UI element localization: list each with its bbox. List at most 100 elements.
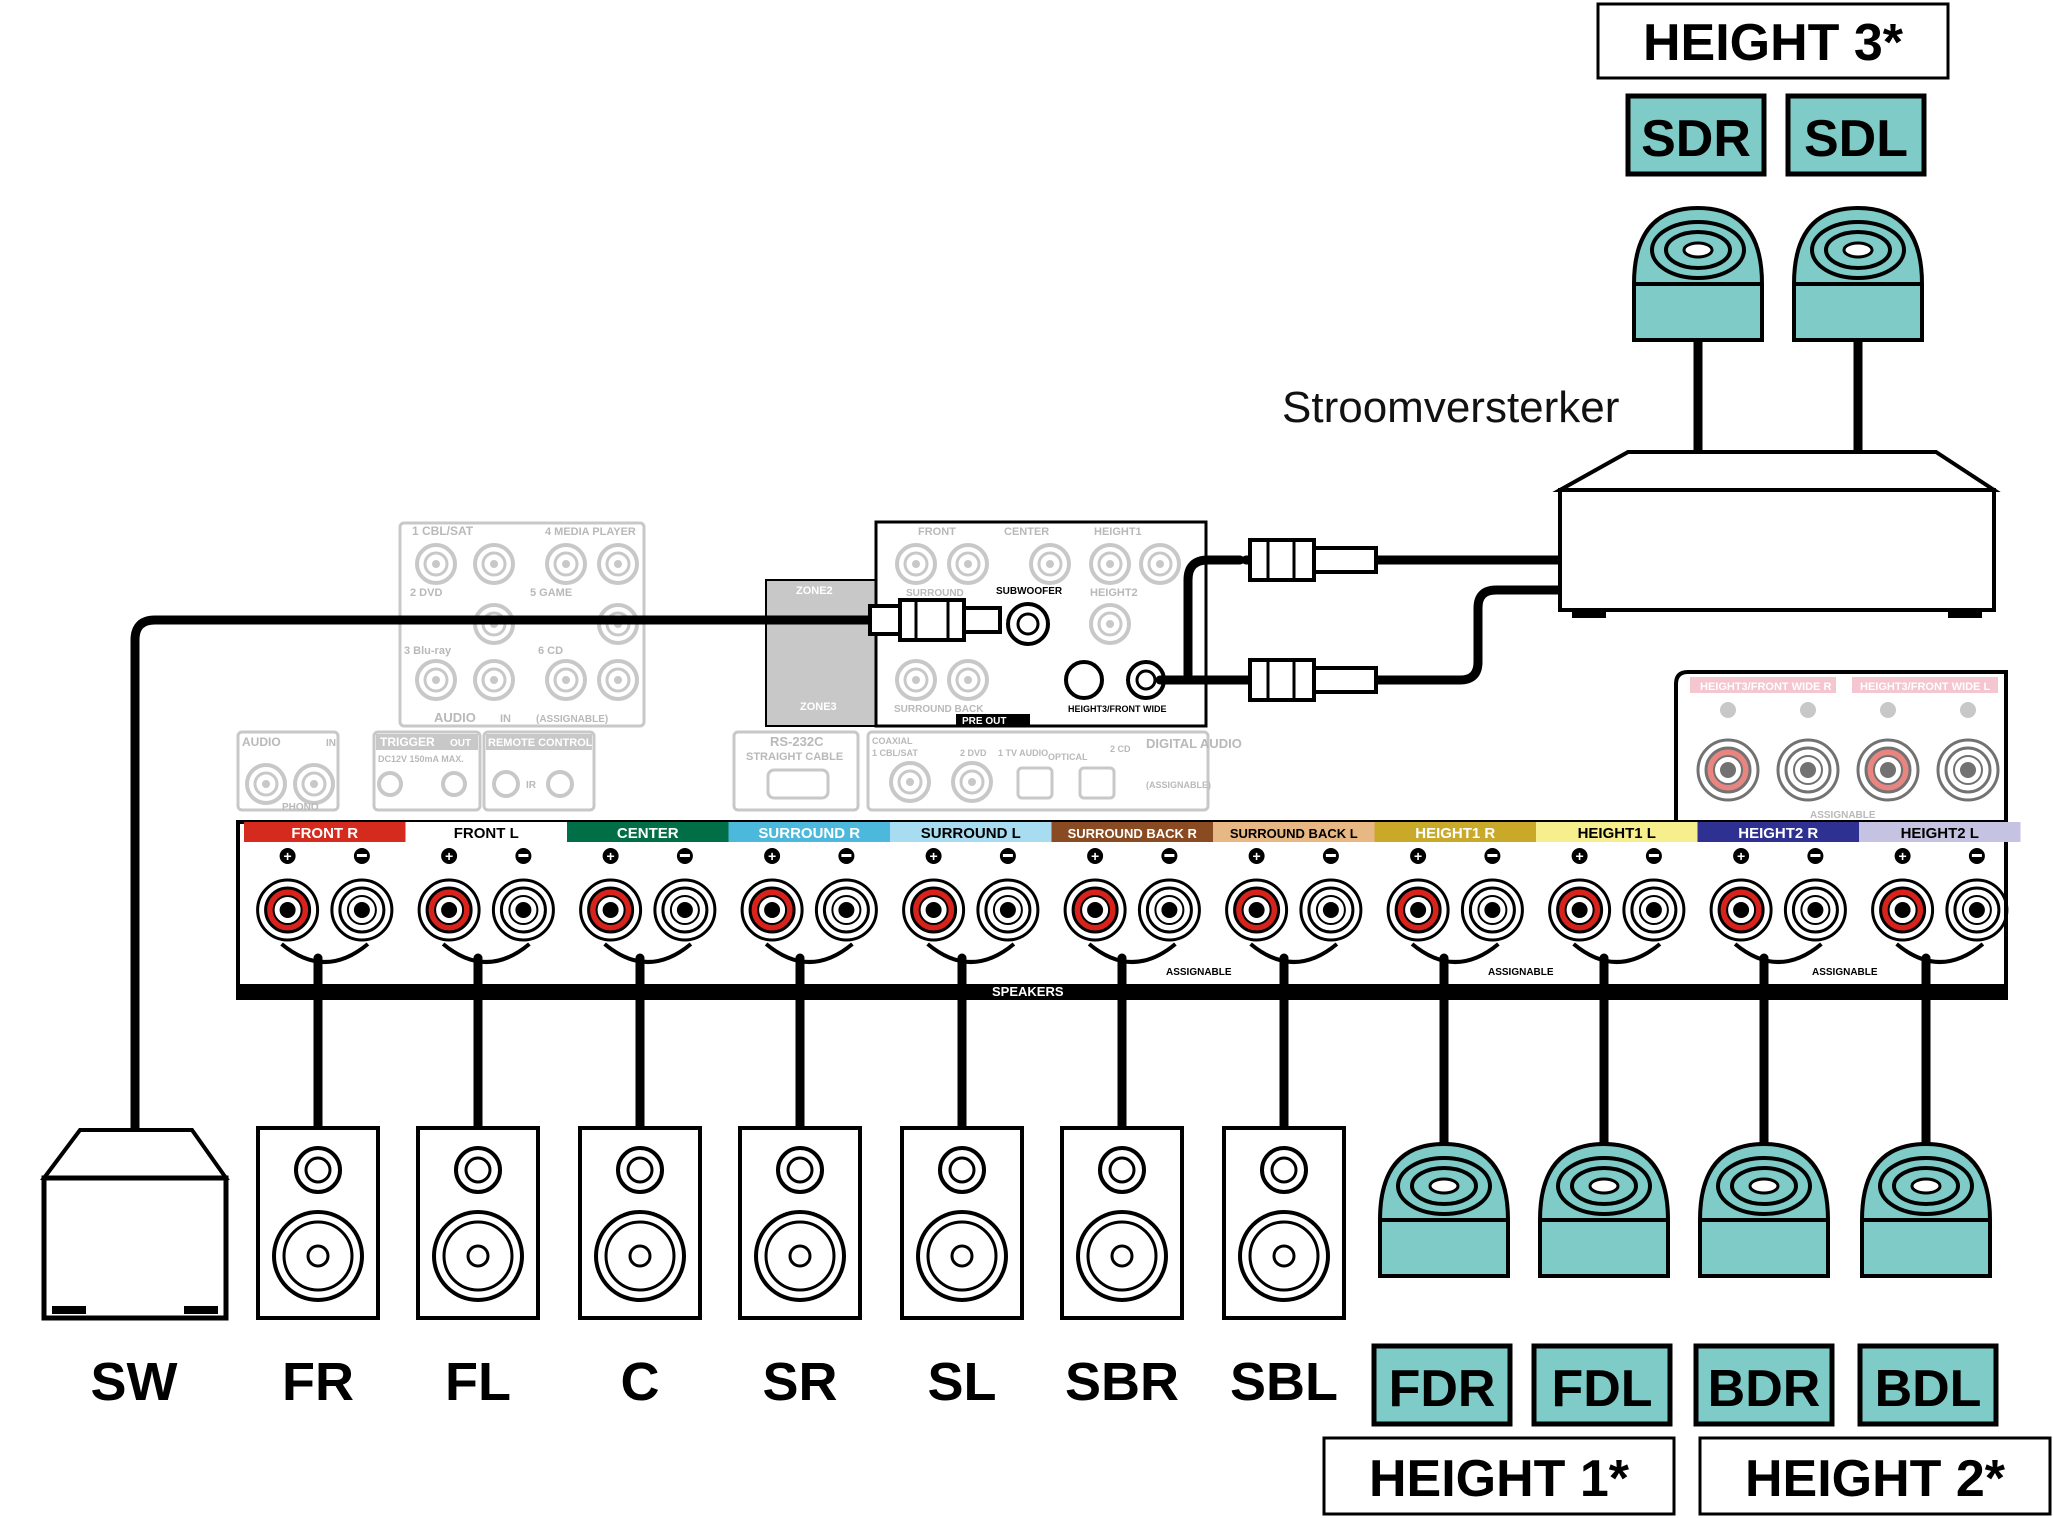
- speaker-terminal-strip: FRONT R+FRONT L+CENTER+SURROUND R+SURROU…: [236, 820, 2021, 1000]
- plus-terminal: [1696, 738, 1760, 802]
- plus-marker: [1410, 848, 1427, 864]
- plus-marker: [764, 848, 781, 864]
- speakers-label: SPEAKERS: [992, 984, 1064, 999]
- svg-text:HEIGHT3/FRONT WIDE R: HEIGHT3/FRONT WIDE R: [1700, 681, 1831, 693]
- height-groups: HEIGHT 1* HEIGHT 2*: [1322, 1436, 2052, 1516]
- audio-in-label: IN: [500, 713, 511, 725]
- height-speakers: [1378, 1141, 1992, 1278]
- svg-text:HEIGHT3/FRONT WIDE L: HEIGHT3/FRONT WIDE L: [1860, 681, 1990, 693]
- svg-text:+: +: [1737, 848, 1745, 864]
- minus-terminal: [1460, 878, 1524, 942]
- minus-terminal: [653, 878, 717, 942]
- svg-text:REMOTE CONTROL: REMOTE CONTROL: [488, 737, 593, 749]
- audio-in-label: AUDIO: [434, 710, 476, 725]
- strip-label: FRONT R: [291, 825, 358, 842]
- floor-speaker: [578, 1126, 702, 1320]
- plus-terminal: [1709, 878, 1773, 942]
- svg-text:SURROUND BACK: SURROUND BACK: [894, 704, 984, 715]
- audio-in-label: 4 MEDIA PLAYER: [545, 526, 636, 538]
- strip-label-bg: [1213, 822, 1375, 842]
- floor-speaker: [416, 1126, 540, 1320]
- plus-terminal: [1225, 878, 1289, 942]
- minus-terminal: [491, 878, 555, 942]
- plus-terminal: [902, 878, 966, 942]
- ceiling-speaker: [1632, 205, 1764, 342]
- strip-label-bg: [567, 822, 729, 842]
- svg-text:HEIGHT2: HEIGHT2: [1090, 587, 1138, 599]
- plus-marker: [1894, 848, 1911, 864]
- minus-terminal: [1299, 878, 1363, 942]
- power-amplifier: Stroomversterker: [1282, 383, 2001, 618]
- svg-text:SURROUND: SURROUND: [906, 588, 964, 599]
- ceiling-speaker: [1698, 1141, 1830, 1278]
- svg-text:+: +: [768, 848, 776, 864]
- strip-label: FRONT L: [454, 825, 519, 842]
- strip-label-bg: [1051, 822, 1213, 842]
- pre-out-label: PRE OUT: [962, 716, 1006, 727]
- strip-label-bg: [244, 822, 406, 842]
- speaker-badge: BDR: [1693, 1343, 1835, 1427]
- svg-text:+: +: [1253, 848, 1261, 864]
- floor-speaker-label: C: [621, 1352, 660, 1412]
- strip-label-bg: [890, 822, 1052, 842]
- svg-text:OUT: OUT: [450, 738, 471, 749]
- subwoofer-speaker: [40, 1128, 230, 1321]
- strip-label: HEIGHT1 R: [1415, 825, 1495, 842]
- strip-label-bg: [1536, 822, 1698, 842]
- minus-terminal: [976, 878, 1040, 942]
- floor-speaker-label: FR: [282, 1352, 354, 1412]
- svg-text:SDL: SDL: [1804, 110, 1908, 168]
- minus-terminal: [1945, 878, 2009, 942]
- cables: [130, 335, 1931, 1183]
- svg-text:FDR: FDR: [1389, 1360, 1496, 1418]
- svg-text:CENTER: CENTER: [1004, 526, 1049, 538]
- svg-text:+: +: [607, 848, 615, 864]
- height3-front-wide-block: HEIGHT3/FRONT WIDE R HEIGHT3/FRONT WIDE …: [1674, 670, 2008, 822]
- audio-in-label: 6 CD: [538, 645, 563, 657]
- svg-text:STRAIGHT CABLE: STRAIGHT CABLE: [746, 751, 843, 763]
- svg-text:AUDIO: AUDIO: [242, 735, 281, 749]
- subwoofer-label: SUBWOOFER: [996, 586, 1063, 597]
- floor-speaker: [1060, 1126, 1184, 1320]
- assignable-label: ASSIGNABLE: [1812, 967, 1878, 978]
- speaker-badge: BDL: [1857, 1343, 1999, 1427]
- strip-label-bg: [405, 822, 567, 842]
- audio-in-label: 1 CBL/SAT: [412, 524, 474, 538]
- svg-text:+: +: [1091, 848, 1099, 864]
- floor-speaker: [1222, 1126, 1346, 1320]
- plus-marker: [1087, 848, 1104, 864]
- plus-marker: [441, 848, 458, 864]
- svg-text:PHONO: PHONO: [282, 802, 319, 813]
- floor-speaker-label: SL: [927, 1352, 996, 1412]
- plus-marker: [602, 848, 619, 864]
- plus-terminal: [1063, 878, 1127, 942]
- plus-terminal: [740, 878, 804, 942]
- svg-text:1 TV AUDIO: 1 TV AUDIO: [998, 748, 1048, 758]
- svg-text:OPTICAL: OPTICAL: [1048, 752, 1088, 762]
- strip-label: HEIGHT1 L: [1578, 825, 1656, 842]
- plus-marker: [1571, 848, 1588, 864]
- plus-terminal: [1856, 738, 1920, 802]
- floor-speaker: [256, 1126, 380, 1320]
- floor-speaker-label: SW: [91, 1352, 178, 1412]
- audio-in-label: 5 GAME: [530, 587, 572, 599]
- svg-text:+: +: [445, 848, 453, 864]
- svg-text:RS-232C: RS-232C: [770, 734, 824, 749]
- rca-plugs: [868, 538, 1378, 702]
- strip-label-bg: [1374, 822, 1536, 842]
- audio-in-label: (ASSIGNABLE): [536, 714, 608, 725]
- plus-marker: [279, 848, 296, 864]
- ceiling-speaker: [1378, 1141, 1510, 1278]
- misc-ghost-blocks: AUDIO IN PHONO TRIGGER OUT DC12V 150mA M…: [236, 730, 1242, 813]
- height1-label: HEIGHT 1*: [1369, 1450, 1630, 1508]
- svg-text:1 CBL/SAT: 1 CBL/SAT: [872, 748, 918, 758]
- strip-label-bg: [728, 822, 890, 842]
- speaker-badge: SDR: [1625, 93, 1767, 177]
- minus-terminal: [1783, 878, 1847, 942]
- svg-text:+: +: [1899, 848, 1907, 864]
- ceiling-speaker: [1538, 1141, 1670, 1278]
- strip-label: CENTER: [617, 825, 679, 842]
